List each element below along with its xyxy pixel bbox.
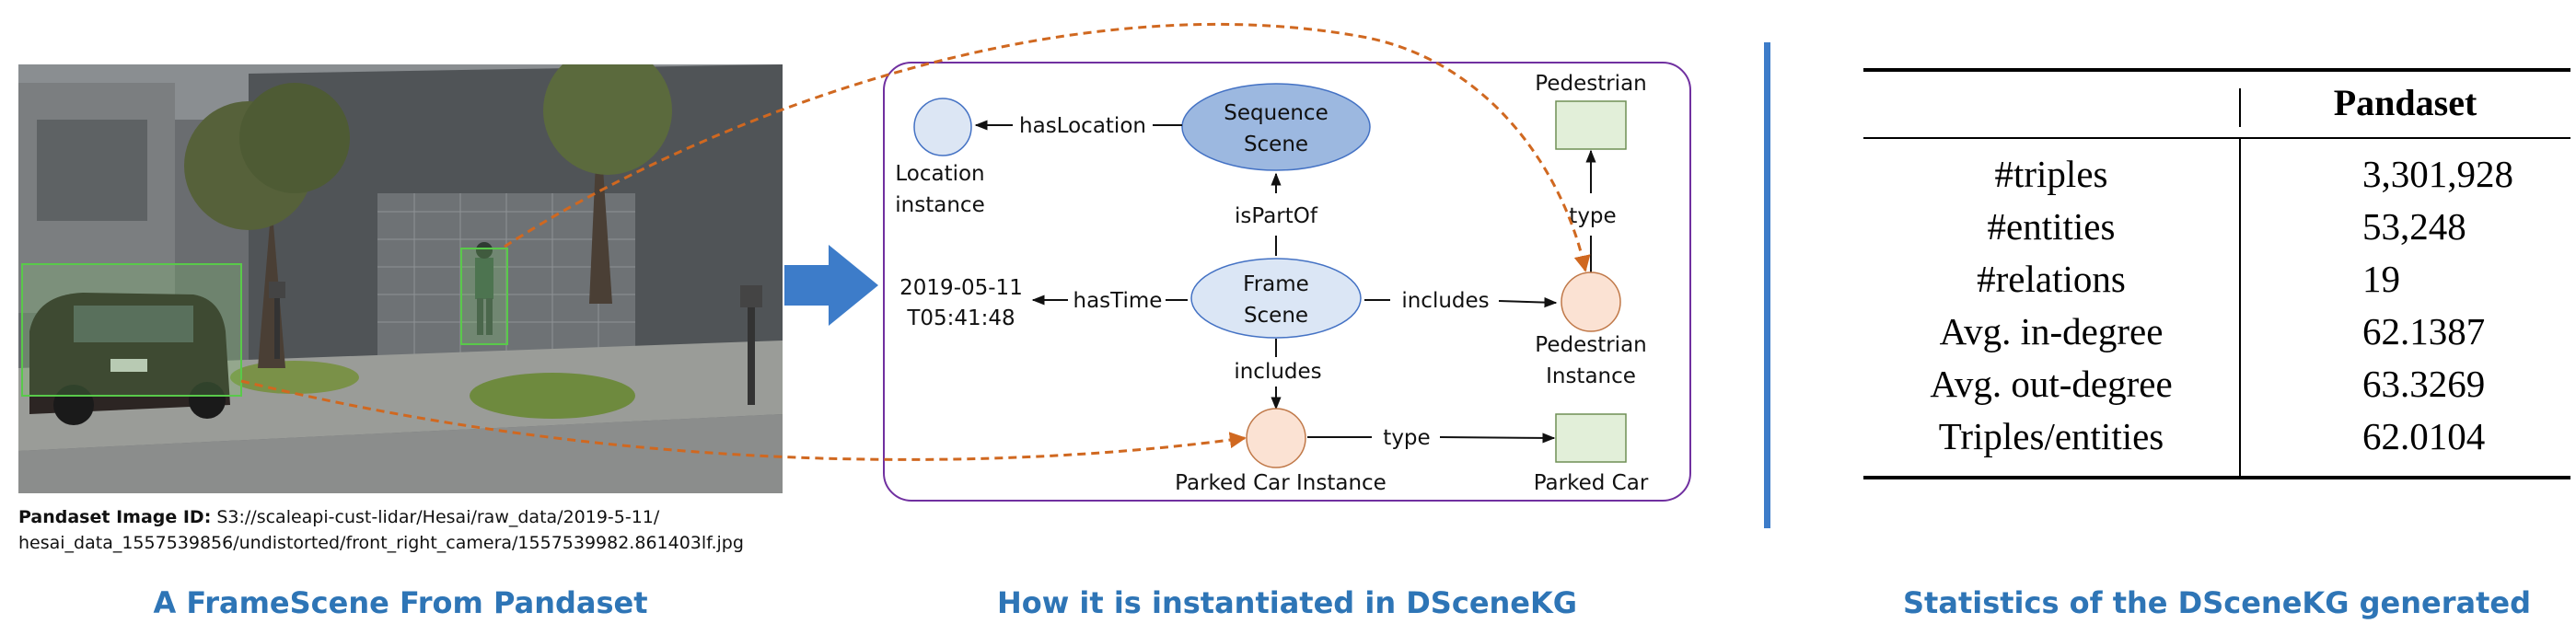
stats-metric: #relations — [1863, 253, 2241, 306]
pedestrian-class-node — [1555, 100, 1627, 150]
edge-label-includes-car: includes — [1234, 360, 1321, 384]
table-row: #triples 3,301,928 — [1863, 138, 2570, 201]
parked-car-class-label: Parked Car — [1534, 471, 1649, 495]
stats-metric: #triples — [1863, 138, 2241, 201]
sequence-scene-node — [1181, 83, 1371, 171]
edge-label-has-time: hasTime — [1073, 289, 1163, 313]
transform-arrow-icon — [784, 245, 878, 326]
pedestrian-class-label: Pedestrian — [1535, 72, 1646, 96]
kg-frame-border — [883, 62, 1691, 502]
stats-value: 63.3269 — [2362, 363, 2486, 405]
parked-car-instance-label: Parked Car Instance — [1175, 471, 1387, 495]
stats-metric: Avg. out-degree — [1863, 358, 2241, 410]
pedestrian-bounding-box — [460, 248, 508, 345]
sequence-scene-label-1: Sequence — [1224, 101, 1328, 125]
pandaset-street-image — [18, 64, 783, 493]
table-row: Avg. out-degree 63.3269 — [1863, 358, 2570, 410]
frame-scene-label-1: Frame — [1243, 272, 1309, 296]
parked-car-instance-node — [1246, 408, 1306, 468]
stats-metric: Triples/entities — [1863, 410, 2241, 479]
timestamp-label-1: 2019-05-11 — [899, 276, 1023, 300]
image-id-path-part1: S3://scaleapi-cust-lidar/Hesai/raw_data/… — [216, 507, 660, 527]
image-id-label: Pandaset Image ID: — [18, 507, 212, 527]
title-framescene: A FrameScene From Pandaset — [153, 585, 648, 620]
timestamp-label-2: T05:41:48 — [906, 306, 1015, 330]
location-instance-label-2: instance — [895, 193, 984, 217]
edge-label-has-location: hasLocation — [1019, 114, 1146, 138]
table-row: Triples/entities 62.0104 — [1863, 410, 2570, 479]
frame-scene-label-2: Scene — [1244, 304, 1308, 328]
frame-scene-node — [1190, 258, 1362, 339]
table-row: #entities 53,248 — [1863, 201, 2570, 253]
stats-value: 19 — [2362, 258, 2400, 300]
stats-header-metric — [1863, 68, 2241, 139]
street-scene-illustration — [18, 64, 783, 493]
pedestrian-instance-node — [1561, 271, 1621, 332]
stats-table: Pandaset #triples 3,301,928 #entities 53… — [1863, 68, 2570, 479]
table-row: #relations 19 — [1863, 253, 2570, 306]
location-instance-node — [913, 98, 972, 156]
image-id-caption-line1: Pandaset Image ID: S3://scaleapi-cust-li… — [18, 507, 659, 527]
pedestrian-instance-label-2: Instance — [1546, 364, 1636, 388]
stats-metric: Avg. in-degree — [1863, 306, 2241, 358]
section-divider — [1764, 42, 1770, 528]
stats-value: 53,248 — [2362, 205, 2466, 248]
location-instance-label-1: Location — [895, 162, 984, 186]
title-statistics: Statistics of the DSceneKG generated — [1903, 585, 2531, 620]
edge-label-is-part-of: isPartOf — [1235, 204, 1318, 228]
edge-label-type-pedestrian: type — [1569, 204, 1616, 228]
stats-header-pandaset: Pandaset — [2240, 68, 2570, 139]
image-id-path-part2: hesai_data_1557539856/undistorted/front_… — [18, 533, 744, 553]
parked-car-class-node — [1555, 413, 1627, 463]
pedestrian-instance-label-1: Pedestrian — [1535, 333, 1646, 357]
table-row: Avg. in-degree 62.1387 — [1863, 306, 2570, 358]
title-instantiation: How it is instantiated in DSceneKG — [996, 585, 1578, 620]
stats-value: 3,301,928 — [2362, 153, 2513, 195]
parked-car-bounding-box — [21, 263, 242, 397]
stats-value: 62.0104 — [2240, 410, 2570, 479]
sequence-scene-label-2: Scene — [1244, 133, 1308, 156]
stats-value: 62.1387 — [2362, 310, 2486, 352]
edge-label-includes-pedestrian: includes — [1401, 289, 1489, 313]
edge-label-type-car: type — [1383, 426, 1430, 450]
stats-metric: #entities — [1863, 201, 2241, 253]
